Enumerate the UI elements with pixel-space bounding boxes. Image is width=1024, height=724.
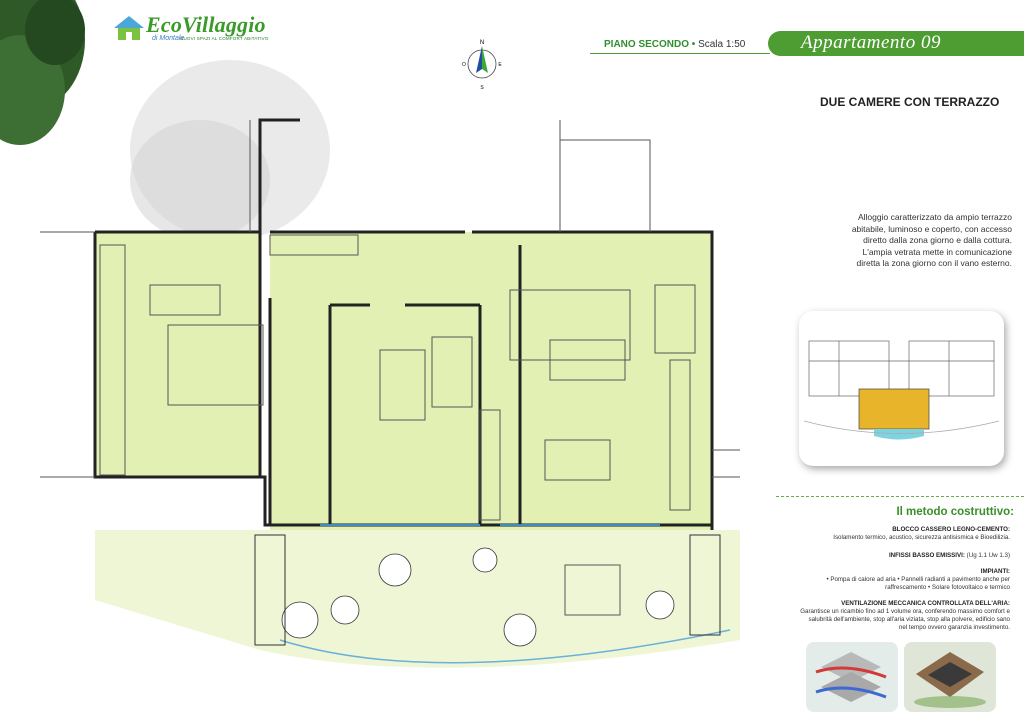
ventilation-diagram-image (806, 642, 898, 712)
terrace-area (95, 530, 740, 668)
key-plan-highlight (858, 388, 930, 430)
method-divider (776, 496, 1024, 498)
living-area (472, 232, 712, 530)
apartment-description: Alloggio caratterizzato da ampio terrazz… (812, 212, 1012, 270)
floor-bullet: • (689, 39, 699, 50)
apartment-headline: DUE CAMERE CON TERRAZZO (820, 95, 1000, 109)
bedroom-area (95, 232, 260, 477)
method-block-heading: VENTILAZIONE MECCANICA CONTROLLATA DELL'… (841, 600, 1010, 607)
compass-s: S (480, 85, 484, 91)
floor-name: PIANO SECONDO (604, 39, 690, 50)
method-block-text: (Ug 1.1 Uw 1.3) (966, 552, 1010, 559)
header-divider (590, 53, 770, 54)
method-title: Il metodo costruttivo: (896, 506, 1014, 518)
apartment-banner (768, 31, 1024, 56)
key-plan-pool (874, 429, 924, 440)
tree-shadow (130, 60, 330, 240)
compass-icon: N S E O (462, 40, 502, 91)
key-plan-map (803, 340, 1000, 440)
compass-n: N (480, 40, 484, 46)
method-block-heading: INFISSI BASSO EMISSIVI: (888, 552, 965, 559)
method-block-text: • Pompa di calore ad aria • Pannelli rad… (826, 576, 1010, 591)
brand-name: EcoVillaggio (146, 12, 266, 37)
method-block: INFISSI BASSO EMISSIVI: (Ug 1.1 Uw 1.3) (800, 552, 1010, 560)
central-area (270, 232, 505, 530)
compass-w: O (462, 62, 466, 68)
method-block: BLOCCO CASSERO LEGNO-CEMENTO: Isolamento… (800, 526, 1010, 542)
building-render-image (904, 642, 996, 712)
logo-house-icon (114, 16, 144, 40)
brand-sub: di Montale (152, 35, 185, 42)
key-plan-card (799, 311, 1004, 466)
floor-plan (40, 118, 740, 668)
method-block-heading: IMPIANTI: (980, 568, 1010, 575)
description-line: L'ampia vetrata mette in comunicazione (862, 246, 1012, 257)
description-line: abitabile, luminoso e coperto, con acces… (851, 223, 1012, 234)
description-line: diretta la zona giorno con il vano ester… (856, 258, 1012, 268)
tree-illustration (0, 0, 85, 145)
method-block-text: Isolamento termico, acustico, sicurezza … (833, 534, 1010, 541)
method-block-text: Garantisce un ricambio fino ad 1 volume … (800, 608, 1010, 631)
floor-label: PIANO SECONDO • Scala 1:50 (604, 39, 745, 50)
method-block: IMPIANTI: • Pompa di calore ad aria • Pa… (800, 568, 1010, 592)
floor-scale: Scala 1:50 (698, 39, 746, 50)
method-block-heading: BLOCCO CASSERO LEGNO-CEMENTO: (892, 526, 1010, 533)
method-block: VENTILAZIONE MECCANICA CONTROLLATA DELL'… (800, 600, 1010, 632)
compass-e: E (498, 62, 502, 68)
description-line: diretto dalla zona giorno e dalla cottur… (863, 235, 1012, 245)
description-line: Alloggio caratterizzato da ampio terrazz… (857, 212, 1012, 222)
apartment-title: Appartamento 09 (801, 32, 941, 53)
brand-tagline: NUOVI SPAZI AL COMFORT ABITATIVO (180, 36, 269, 41)
